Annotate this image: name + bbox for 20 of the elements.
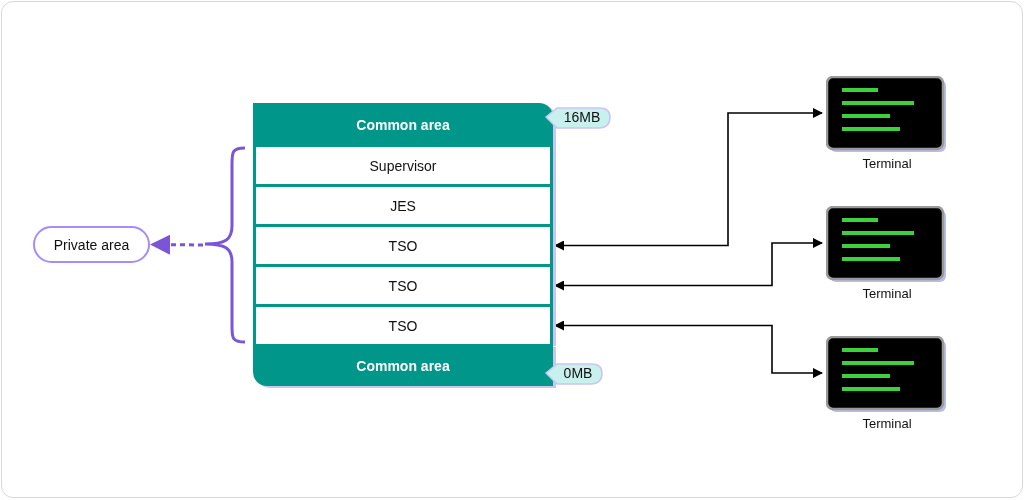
memory-region: JES [253,185,553,226]
callout-text: 16MB [562,108,602,127]
callout-tag [545,362,605,387]
memory-region: Supervisor [253,145,553,186]
callout-text: 0MB [562,364,594,383]
callout-tag [545,106,613,131]
memory-region: TSO [253,225,553,266]
rounded-box: Private area [33,226,150,263]
double-arrow [554,238,823,291]
memory-region: TSO [253,265,553,306]
dashed-arrow [150,234,203,255]
memory-region: TSO [253,305,553,346]
terminal-label: Terminal [861,284,913,302]
terminal-label: Terminal [861,414,913,432]
double-arrow [554,108,823,251]
memory-region: Common area [253,103,553,146]
memory-region: Common area [253,345,553,386]
curly-brace [203,146,247,344]
double-arrow [554,320,823,378]
terminal-label: Terminal [861,154,913,172]
